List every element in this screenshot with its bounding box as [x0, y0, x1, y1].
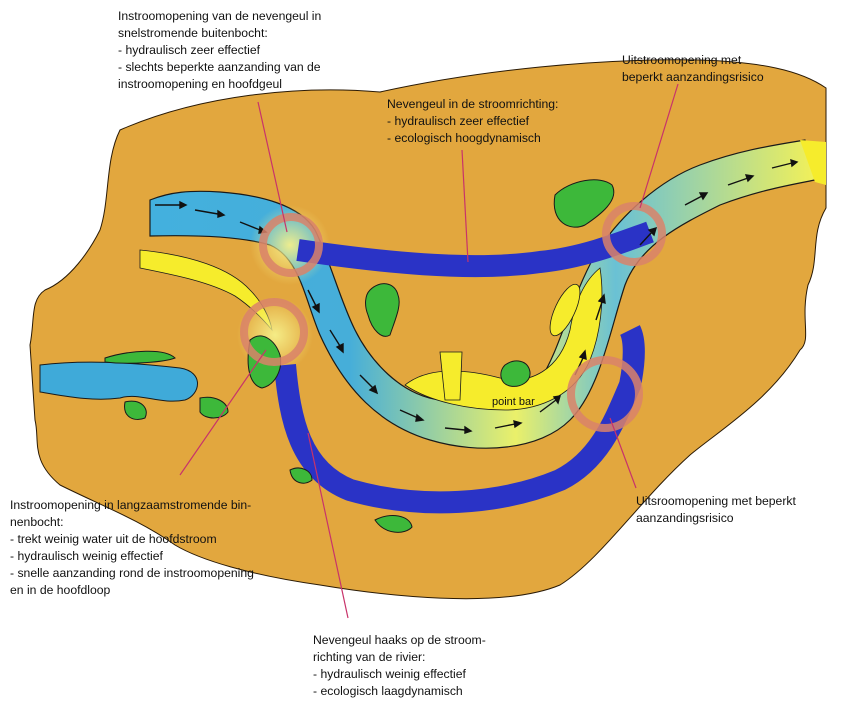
- label-line: Uitstroomopening met: [622, 52, 764, 69]
- label-inflow-inner-bend: Instroomopening in langzaamstromende bin…: [10, 497, 254, 599]
- label-channel-perpendicular: Nevengeul haaks op de stroom- richting v…: [313, 632, 486, 700]
- label-line: instroomopening en hoofdgeul: [118, 76, 321, 93]
- label-outflow-bottom: Uitsroomopening met beperkt aanzandingsr…: [636, 493, 796, 527]
- label-line: - slechts beperkte aanzanding van de: [118, 59, 321, 76]
- label-outflow-top: Uitstroomopening met beperkt aanzandings…: [622, 52, 764, 86]
- label-point-bar: point bar: [492, 396, 535, 408]
- label-line: Nevengeul in de stroomrichting:: [387, 96, 558, 113]
- label-line: - hydraulisch zeer effectief: [387, 113, 558, 130]
- label-line: - ecologisch laagdynamisch: [313, 683, 486, 700]
- label-line: - ecologisch hoogdynamisch: [387, 130, 558, 147]
- label-line: - snelle aanzanding rond de instroomopen…: [10, 565, 254, 582]
- left-side-water: [40, 362, 198, 401]
- label-line: beperkt aanzandingsrisico: [622, 69, 764, 86]
- label-line: aanzandingsrisico: [636, 510, 796, 527]
- label-line: - hydraulisch zeer effectief: [118, 42, 321, 59]
- label-line: - hydraulisch weinig effectief: [313, 666, 486, 683]
- label-inflow-outer-bend: Instroomopening van de nevengeul in snel…: [118, 8, 321, 93]
- label-line: nenbocht:: [10, 514, 254, 531]
- label-line: Instroomopening van de nevengeul in: [118, 8, 321, 25]
- label-line: Instroomopening in langzaamstromende bin…: [10, 497, 254, 514]
- label-channel-flow-direction: Nevengeul in de stroomrichting: - hydrau…: [387, 96, 558, 147]
- label-line: Uitsroomopening met beperkt: [636, 493, 796, 510]
- label-line: en in de hoofdloop: [10, 582, 254, 599]
- label-line: - hydraulisch weinig effectief: [10, 548, 254, 565]
- label-line: - trekt weinig water uit de hoofdstroom: [10, 531, 254, 548]
- label-line: Nevengeul haaks op de stroom-: [313, 632, 486, 649]
- label-line: snelstromende buitenbocht:: [118, 25, 321, 42]
- label-line: richting van de rivier:: [313, 649, 486, 666]
